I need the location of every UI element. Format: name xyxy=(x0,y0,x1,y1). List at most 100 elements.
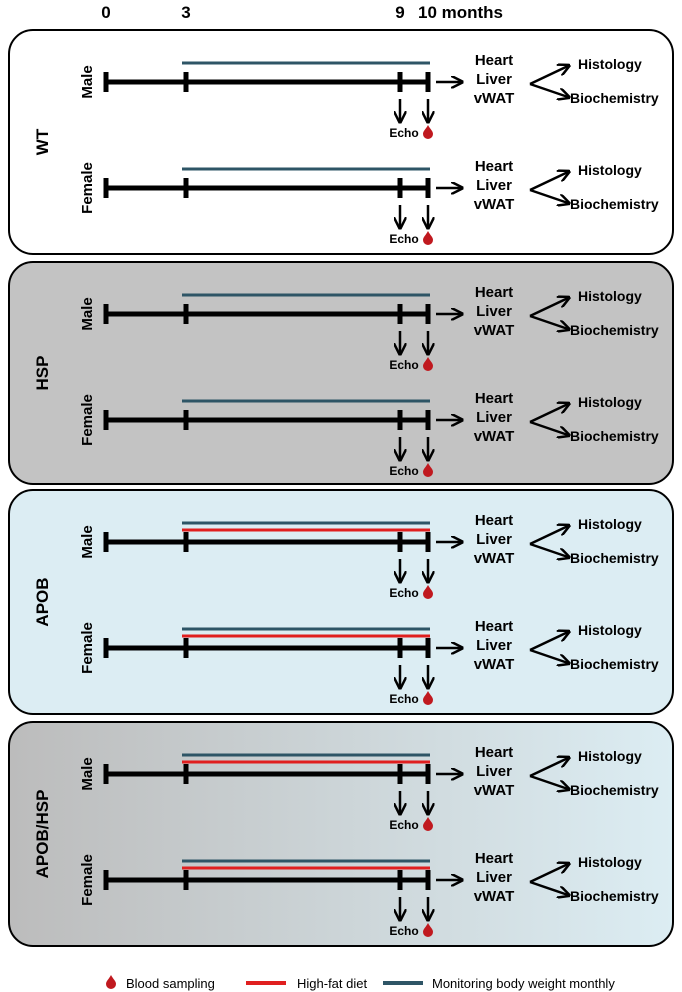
analysis-label-biochemistry: Biochemistry xyxy=(570,656,659,672)
organ-label: Heart xyxy=(475,618,513,635)
blood-drop-icon xyxy=(423,231,433,245)
row-female: FemaleEchoHeartLivervWATHistologyBiochem… xyxy=(79,390,659,478)
echo-label: Echo xyxy=(389,126,418,140)
organ-label: vWAT xyxy=(474,888,515,905)
biochemistry-arrow-icon xyxy=(529,82,568,97)
analysis-label-histology: Histology xyxy=(578,854,642,870)
blood-drop-icon xyxy=(423,585,433,599)
legend-label-high-fat-diet: High-fat diet xyxy=(297,976,367,991)
histology-arrow-icon xyxy=(529,864,568,884)
group-label: APOB xyxy=(33,577,52,626)
legend: Blood sampling High-fat diet Monitoring … xyxy=(106,975,615,991)
analysis-label-histology: Histology xyxy=(578,622,642,638)
blood-drop-icon xyxy=(423,817,433,831)
panel-box xyxy=(8,721,674,947)
legend-monitoring: Monitoring body weight monthly xyxy=(383,976,615,991)
sex-label: Female xyxy=(79,622,96,674)
biochemistry-arrow-icon xyxy=(529,314,568,329)
histology-arrow-icon xyxy=(529,758,568,778)
sex-label: Male xyxy=(79,757,96,790)
analysis-label-biochemistry: Biochemistry xyxy=(570,196,659,212)
timeline-header: 0 3 9 10 months xyxy=(101,3,503,22)
analysis-label-biochemistry: Biochemistry xyxy=(570,428,659,444)
tick-label-9: 9 xyxy=(395,3,404,22)
panel-box xyxy=(8,29,674,255)
organ-label: vWAT xyxy=(474,90,515,107)
organ-label: Heart xyxy=(475,744,513,761)
group-label: APOB/HSP xyxy=(33,790,52,879)
organ-label: Liver xyxy=(476,303,512,320)
organ-label: vWAT xyxy=(474,428,515,445)
histology-arrow-icon xyxy=(529,172,568,192)
row-male: MaleEchoHeartLivervWATHistologyBiochemis… xyxy=(79,52,659,140)
analysis-label-histology: Histology xyxy=(578,394,642,410)
analysis-label-histology: Histology xyxy=(578,56,642,72)
histology-arrow-icon xyxy=(529,404,568,424)
histology-arrow-icon xyxy=(529,298,568,318)
organ-label: vWAT xyxy=(474,550,515,567)
organ-label: Heart xyxy=(475,850,513,867)
legend-high-fat-diet: High-fat diet xyxy=(246,976,367,991)
organ-label: Liver xyxy=(476,409,512,426)
histology-arrow-icon xyxy=(529,632,568,652)
blood-drop-icon xyxy=(423,125,433,139)
sex-label: Male xyxy=(79,525,96,558)
legend-label-monitoring: Monitoring body weight monthly xyxy=(432,976,615,991)
analysis-label-histology: Histology xyxy=(578,162,642,178)
histology-arrow-icon xyxy=(529,66,568,86)
echo-label: Echo xyxy=(389,818,418,832)
organ-label: vWAT xyxy=(474,656,515,673)
panel-hsp: HSPMaleEchoHeartLivervWATHistologyBioche… xyxy=(8,261,674,485)
row-male: MaleEchoHeartLivervWATHistologyBiochemis… xyxy=(79,284,659,372)
analysis-label-histology: Histology xyxy=(578,516,642,532)
organ-label: Heart xyxy=(475,512,513,529)
analysis-label-biochemistry: Biochemistry xyxy=(570,322,659,338)
panel-box xyxy=(8,261,674,485)
tick-label-0: 0 xyxy=(101,3,110,22)
analysis-label-biochemistry: Biochemistry xyxy=(570,550,659,566)
echo-label: Echo xyxy=(389,924,418,938)
sex-label: Male xyxy=(79,297,96,330)
echo-label: Echo xyxy=(389,232,418,246)
organ-label: vWAT xyxy=(474,196,515,213)
organ-label: Heart xyxy=(475,52,513,69)
group-label: HSP xyxy=(33,356,52,391)
blood-drop-icon xyxy=(423,357,433,371)
legend-blood-sampling: Blood sampling xyxy=(106,975,215,991)
organ-label: Liver xyxy=(476,177,512,194)
biochemistry-arrow-icon xyxy=(529,774,568,789)
biochemistry-arrow-icon xyxy=(529,542,568,557)
echo-label: Echo xyxy=(389,464,418,478)
organ-label: Liver xyxy=(476,763,512,780)
analysis-label-histology: Histology xyxy=(578,748,642,764)
sex-label: Female xyxy=(79,854,96,906)
organ-label: Heart xyxy=(475,158,513,175)
row-female: FemaleEchoHeartLivervWATHistologyBiochem… xyxy=(79,618,659,706)
echo-label: Echo xyxy=(389,586,418,600)
panel-box xyxy=(8,489,674,715)
sex-label: Female xyxy=(79,162,96,214)
blood-drop-icon xyxy=(106,975,116,989)
organ-label: vWAT xyxy=(474,322,515,339)
blood-drop-icon xyxy=(423,463,433,477)
blood-drop-icon xyxy=(423,923,433,937)
analysis-label-biochemistry: Biochemistry xyxy=(570,888,659,904)
tick-label-3: 3 xyxy=(181,3,190,22)
analysis-label-biochemistry: Biochemistry xyxy=(570,782,659,798)
blood-drop-icon xyxy=(423,691,433,705)
histology-arrow-icon xyxy=(529,526,568,546)
biochemistry-arrow-icon xyxy=(529,188,568,203)
biochemistry-arrow-icon xyxy=(529,420,568,435)
organ-label: Heart xyxy=(475,390,513,407)
analysis-label-histology: Histology xyxy=(578,288,642,304)
echo-label: Echo xyxy=(389,358,418,372)
